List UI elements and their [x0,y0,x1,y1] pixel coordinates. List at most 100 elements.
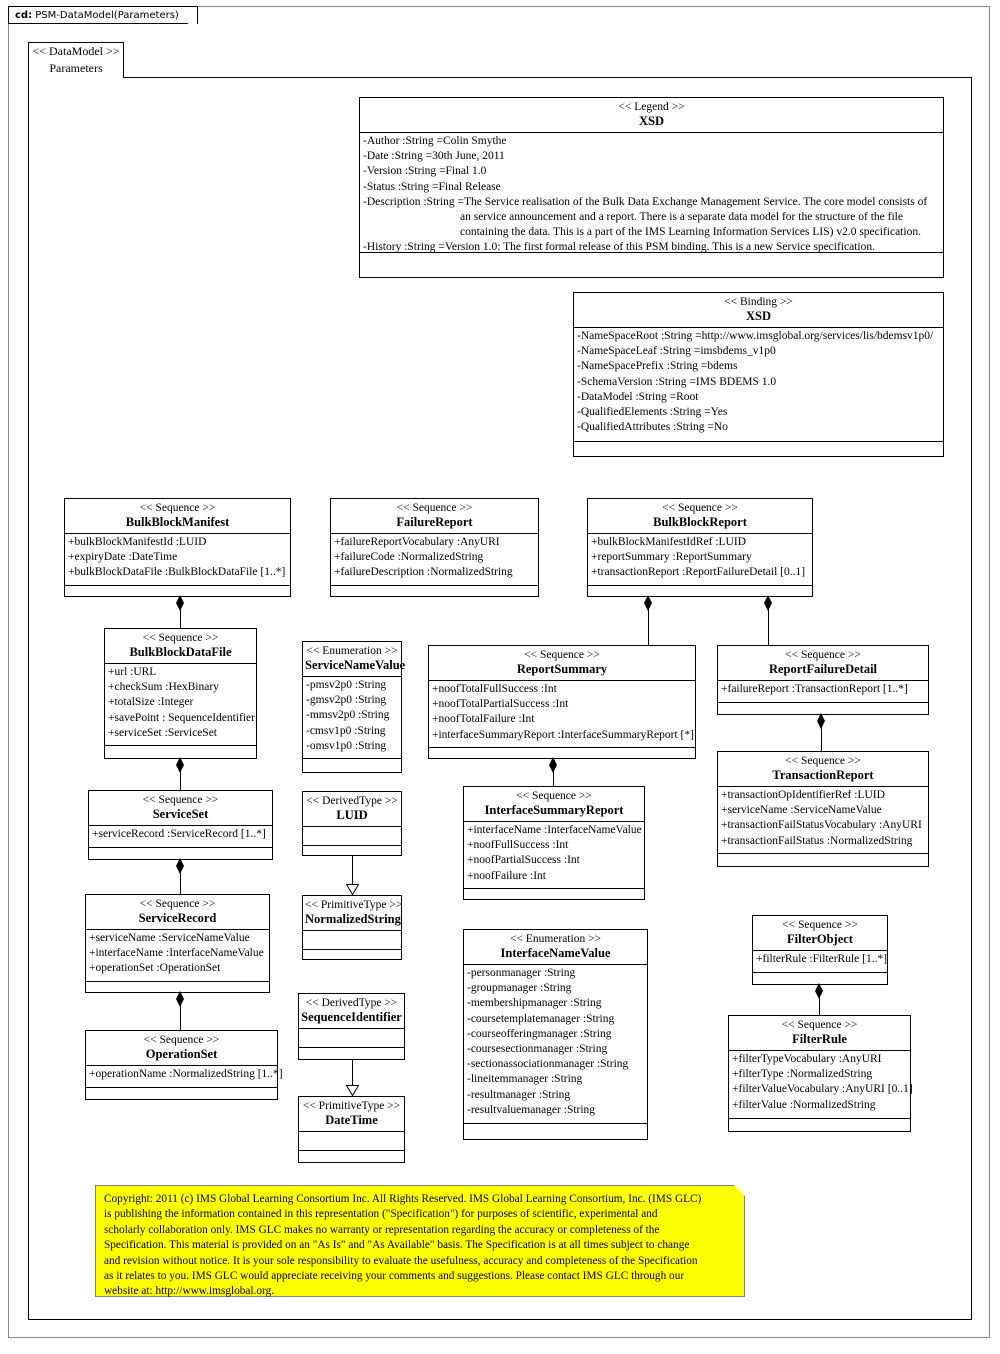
class-attributes: +bulkBlockManifestId :LUID +expiryDate :… [65,534,290,586]
class-stereotype: << Sequence >> [143,1034,220,1046]
class-attributes: +operationName :NormalizedString [1..*] [86,1066,283,1088]
class-box-bulkblockdatafile[interactable]: << Sequence >> BulkBlockDataFile +url :U… [104,628,257,759]
connector-line-sequenceidentifier-datetime [352,1060,353,1085]
connector-line-serviceset-servicerecord [180,860,181,894]
attribute-row: -groupmanager :String [467,982,572,995]
attribute-row: +failureReport :TransactionReport [1..*] [721,683,908,695]
class-operations [574,442,943,456]
class-box-operationset[interactable]: << Sequence >> OperationSet +operationNa… [85,1030,283,1102]
class-header: << Enumeration >> ServiceNameValue [303,642,405,677]
connector-line-report-failuredetail [768,597,769,645]
attribute-row: +failureDescription :NormalizedString [334,566,513,579]
class-box-normalizedstring[interactable]: << PrimitiveType >> NormalizedString [302,895,402,960]
class-attributes: -NameSpaceRoot :String =http://www.imsgl… [574,328,943,442]
class-box-legend-xsd[interactable]: << Legend >> XSD -Author :String =Colin … [359,97,944,278]
attribute-row: -cmsv1p0 :String [306,724,386,737]
class-box-sequenceidentifier[interactable]: << DerivedType >> SequenceIdentifier [298,993,405,1060]
class-stereotype: << Sequence >> [785,649,861,661]
class-name: ReportSummary [516,662,608,676]
class-header: << Sequence >> FilterRule [729,1016,910,1051]
attribute-row: +transactionReport :ReportFailureDetail … [591,566,806,579]
attribute-row: +totalSize :Integer [108,696,194,709]
connector-line-servicerecord-operationset [180,993,181,1030]
attribute-row: +bulkBlockDataFile :BulkBlockDataFile [1… [68,566,286,579]
class-stereotype: << DerivedType >> [306,795,398,807]
attribute-row: -lineitemmanager :String [467,1073,583,1086]
attribute-row: -Status :String =Final Release [363,180,501,193]
class-name: InterfaceSummaryReport [484,803,624,817]
class-header: << Sequence >> TransactionReport [718,752,928,787]
class-header: << Enumeration >> InterfaceNameValue [464,930,647,965]
class-operations [86,1088,277,1102]
class-box-bulkblockreport[interactable]: << Sequence >> BulkBlockReport +bulkBloc… [587,498,813,597]
class-attributes: +serviceRecord :ServiceRecord [1..*] [89,826,272,848]
note-fold-corner [734,1185,745,1196]
class-stereotype: << Sequence >> [524,649,600,661]
class-header: << Binding >> XSD [574,293,943,328]
connector-line-manifest-datafile [180,597,181,628]
class-name: BulkBlockDataFile [129,645,232,659]
class-box-servicenamevalue[interactable]: << Enumeration >> ServiceNameValue -pmsv… [302,641,405,773]
connector-line-filterobject-filterrule [819,985,820,1015]
class-box-interfacenamevalue[interactable]: << Enumeration >> InterfaceNameValue -pe… [463,929,648,1140]
class-box-reportfailuredetail[interactable]: << Sequence >> ReportFailureDetail +fail… [717,645,929,715]
attribute-row: +expiryDate :DateTime [68,551,178,564]
tab-corner-shape [186,7,197,25]
class-header: << Sequence >> InterfaceSummaryReport [464,787,644,822]
attribute-row: -coursesectionmanager :String [467,1043,608,1056]
class-box-filterobject[interactable]: << Sequence >> FilterObject +filterRule … [752,915,888,985]
class-operations [303,759,401,773]
attribute-row: -courseofferingmanager :String [467,1027,612,1040]
class-box-failurereport[interactable]: << Sequence >> FailureReport +failureRep… [330,498,539,597]
package-tab-parameters[interactable]: << DataModel >> Parameters [28,42,124,78]
class-box-serviceset[interactable]: << Sequence >> ServiceSet +serviceRecord… [88,790,273,860]
class-stereotype: << Sequence >> [142,794,219,806]
composition-diamond-failuredetail-transactionreport [817,713,826,729]
class-box-servicerecord[interactable]: << Sequence >> ServiceRecord +serviceNam… [85,894,270,993]
class-box-interfacesummaryreport[interactable]: << Sequence >> InterfaceSummaryReport +i… [463,786,645,900]
class-name: TransactionReport [772,768,874,782]
composition-diamond-serviceset-servicerecord [176,858,185,874]
generalization-arrow-luid-normalizedstring [346,884,359,895]
composition-diamond-report-failuredetail [764,595,773,611]
class-operations [299,1151,404,1165]
package-name: Parameters [49,61,103,75]
class-box-filterrule[interactable]: << Sequence >> FilterRule +filterTypeVoc… [728,1015,913,1132]
attribute-row: -coursetemplatemanager :String [467,1012,615,1025]
attribute-row: +reportSummary :ReportSummary [591,551,752,564]
attribute-row: -personmanager :String [467,967,576,979]
class-box-datetime[interactable]: << PrimitiveType >> DateTime [298,1096,405,1163]
copyright-line: scholarly collaboration only. IMS GLC ma… [104,1223,660,1236]
class-stereotype: << PrimitiveType >> [305,899,403,911]
class-header: << Sequence >> BulkBlockManifest [65,499,290,534]
attribute-row: -History :String =Version 1.0: The first… [363,241,875,254]
class-stereotype: << Sequence >> [396,502,473,514]
class-name: InterfaceNameValue [500,946,611,960]
attribute-row: -DataModel :String =Root [577,390,699,403]
class-box-reportsummary[interactable]: << Sequence >> ReportSummary +noofTotalF… [428,645,696,759]
class-stereotype: << Sequence >> [782,919,858,931]
class-header: << PrimitiveType >> NormalizedString [303,896,403,931]
composition-diamond-datafile-serviceset [176,757,185,773]
class-attributes: -pmsv2p0 :String -gmsv2p0 :String -mmsv2… [303,677,401,759]
attribute-row: +interfaceName :InterfaceNameValue [89,947,264,960]
class-name: ReportFailureDetail [768,662,878,676]
class-box-luid[interactable]: << DerivedType >> LUID [302,791,402,856]
class-header: << Sequence >> ReportSummary [429,646,695,681]
class-box-bulkblockmanifest[interactable]: << Sequence >> BulkBlockManifest +bulkBl… [64,498,291,597]
class-header: << DerivedType >> SequenceIdentifier [299,994,404,1029]
attribute-row: -sectionassociationmanager :String [467,1058,629,1071]
attribute-row: +operationSet :OperationSet [89,962,221,975]
copyright-line: Specification. This material is provided… [104,1239,690,1252]
class-box-transactionreport[interactable]: << Sequence >> TransactionReport +transa… [717,751,929,867]
attribute-row: +transactionFailStatus :NormalizedString [721,834,913,847]
attribute-row: +serviceRecord :ServiceRecord [1..*] [92,828,266,840]
class-header: << Sequence >> BulkBlockReport [588,499,812,534]
class-header: << Sequence >> FailureReport [331,499,538,534]
class-box-binding-xsd[interactable]: << Binding >> XSD -NameSpaceRoot :String… [573,292,944,457]
diagram-frame-label: cd: PSM-DataModel(Parameters) [8,6,198,25]
attribute-row: -resultmanager :String [467,1088,571,1101]
class-header: << Sequence >> ReportFailureDetail [718,646,928,681]
class-stereotype: << Enumeration >> [306,645,398,657]
attribute-row: +savePoint : SequenceIdentifier [108,711,255,724]
